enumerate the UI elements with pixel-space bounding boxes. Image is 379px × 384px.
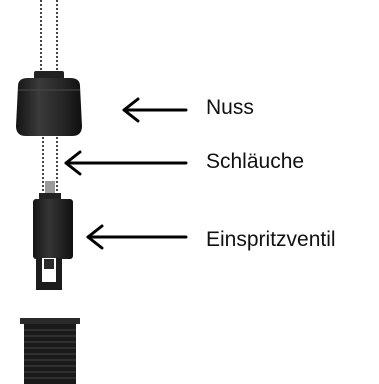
label-injection-valve: Einspritzventil [206,228,336,251]
arrow-valve [86,224,188,250]
tube-connector [45,181,55,193]
tube-lines-top [40,0,58,76]
threaded-fitting-part [20,318,80,384]
label-nut: Nuss [206,96,254,119]
arrow-nut [122,97,188,123]
arrow-tubes [64,150,188,176]
label-tubes: Schläuche [206,150,305,173]
injection-valve-part [33,193,73,290]
nut-part [16,71,82,136]
tube-lines-middle [42,137,58,196]
